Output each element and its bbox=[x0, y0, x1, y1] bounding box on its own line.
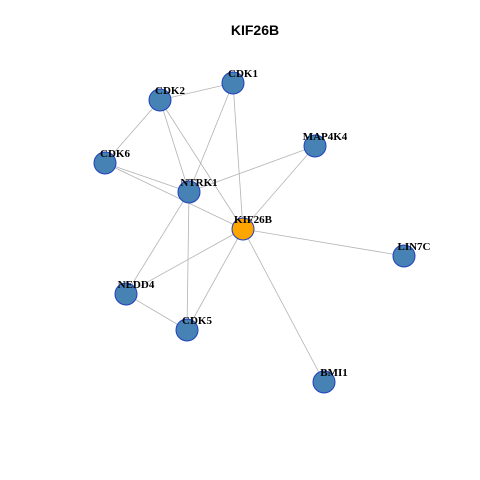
graph-title: KIF26B bbox=[231, 22, 279, 38]
edge-cdk6-kif26b bbox=[104, 162, 244, 230]
node-kif26b[interactable] bbox=[231, 217, 255, 241]
edge-map4k4-ntrk1 bbox=[188, 145, 316, 193]
node-label-lin7c: LIN7C bbox=[397, 241, 430, 253]
edge-cdk2-cdk1 bbox=[159, 82, 234, 101]
node-nedd4[interactable] bbox=[114, 282, 138, 306]
node-ntrk1[interactable] bbox=[177, 180, 201, 204]
edge-map4k4-kif26b bbox=[242, 145, 316, 230]
node-label-kif26b: KIF26B bbox=[234, 214, 273, 226]
node-cdk2[interactable] bbox=[148, 88, 172, 112]
node-label-ntrk1: NTRK1 bbox=[180, 177, 217, 189]
node-label-nedd4: NEDD4 bbox=[118, 279, 155, 291]
node-label-cdk2: CDK2 bbox=[155, 85, 185, 97]
node-label-map4k4: MAP4K4 bbox=[303, 131, 348, 143]
edge-ntrk1-nedd4 bbox=[125, 191, 190, 295]
edge-cdk2-kif26b bbox=[159, 99, 244, 230]
edge-cdk1-kif26b bbox=[232, 82, 244, 230]
edge-cdk1-ntrk1 bbox=[188, 82, 234, 193]
edge-layer bbox=[104, 82, 405, 383]
edge-kif26b-nedd4 bbox=[125, 228, 244, 295]
edge-cdk2-cdk6 bbox=[104, 99, 161, 164]
edge-nedd4-cdk5 bbox=[125, 293, 188, 331]
node-map4k4[interactable] bbox=[303, 134, 327, 158]
node-label-cdk1: CDK1 bbox=[228, 68, 258, 80]
edge-kif26b-lin7c bbox=[242, 228, 405, 257]
edge-cdk2-ntrk1 bbox=[159, 99, 190, 193]
node-lin7c[interactable] bbox=[392, 244, 416, 268]
node-label-cdk5: CDK5 bbox=[182, 315, 212, 327]
edge-cdk6-ntrk1 bbox=[104, 162, 190, 193]
edge-kif26b-bmi1 bbox=[242, 228, 325, 383]
edge-ntrk1-cdk5 bbox=[186, 191, 190, 331]
node-cdk1[interactable] bbox=[221, 71, 245, 95]
node-cdk6[interactable] bbox=[93, 151, 117, 175]
edge-kif26b-cdk5 bbox=[186, 228, 244, 331]
node-label-cdk6: CDK6 bbox=[100, 148, 130, 160]
node-cdk5[interactable] bbox=[175, 318, 199, 342]
node-bmi1[interactable] bbox=[312, 370, 336, 394]
node-label-bmi1: BMI1 bbox=[320, 367, 348, 379]
